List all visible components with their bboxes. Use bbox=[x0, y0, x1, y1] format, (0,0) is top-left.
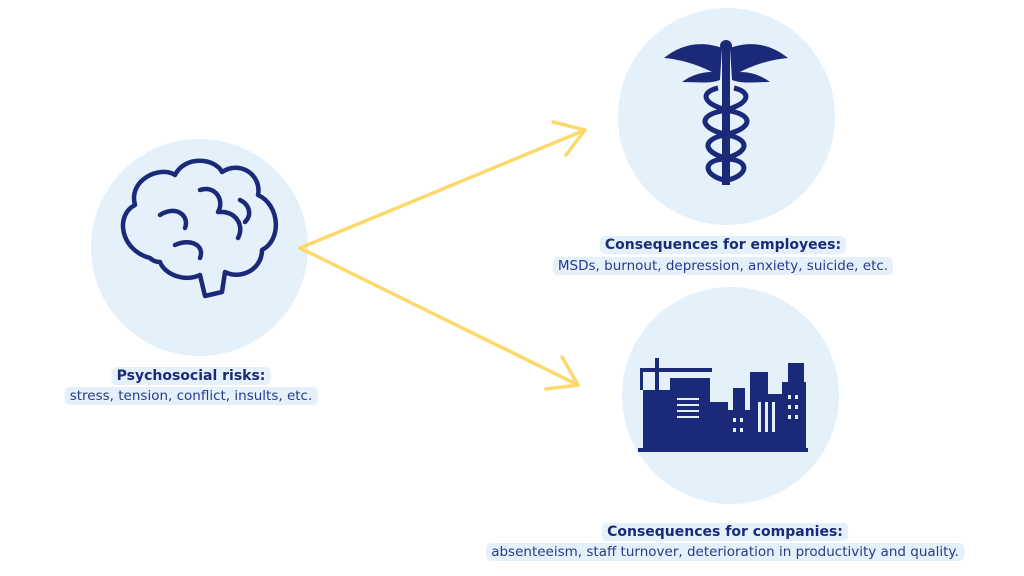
arrow-to-companies bbox=[298, 246, 580, 391]
arrow-to-employees bbox=[298, 120, 587, 250]
companies-subtitle: absenteeism, staff turnover, deteriorati… bbox=[486, 543, 964, 561]
employees-title: Consequences for employees: bbox=[599, 236, 847, 254]
source-subtitle: stress, tension, conflict, insults, etc. bbox=[64, 387, 318, 405]
companies-title: Consequences for companies: bbox=[602, 523, 848, 541]
brain-icon bbox=[120, 158, 278, 299]
employees-subtitle: MSDs, burnout, depression, anxiety, suic… bbox=[552, 257, 894, 275]
caduceus-icon bbox=[664, 40, 788, 185]
city-buildings-icon bbox=[638, 358, 808, 452]
source-title: Psychosocial risks: bbox=[111, 367, 271, 385]
